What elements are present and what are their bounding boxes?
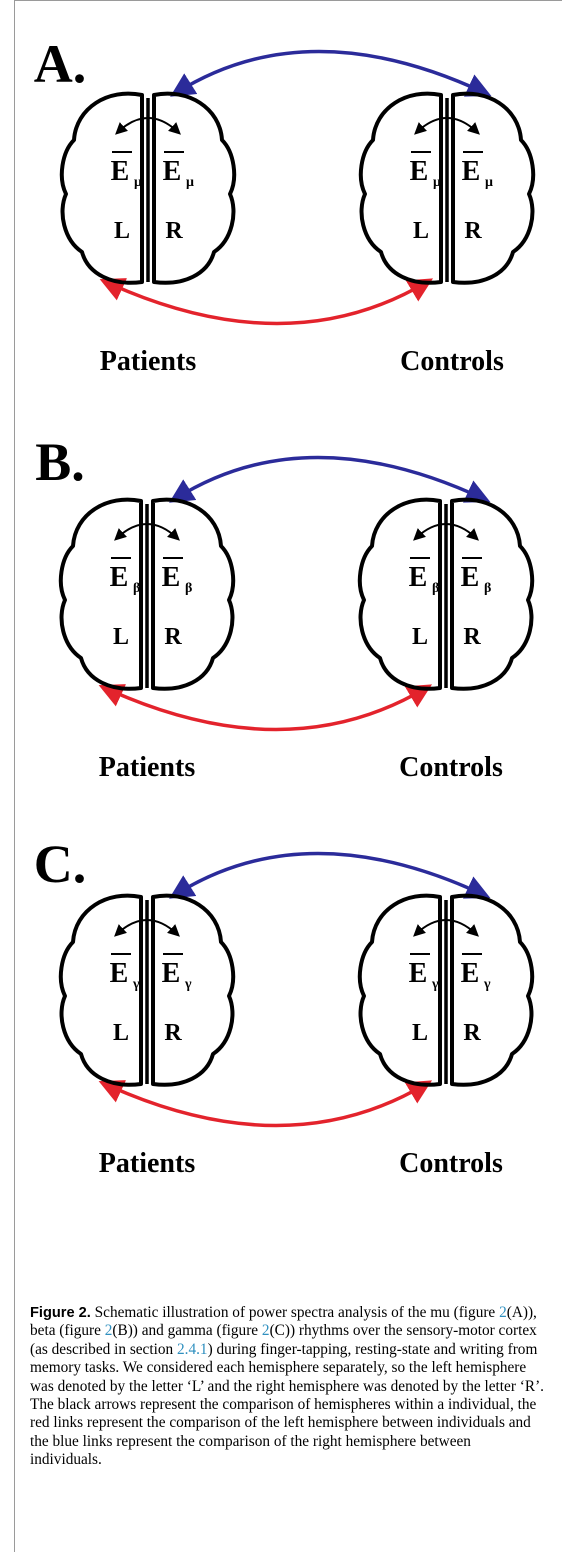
- group-label-right: Controls: [399, 752, 503, 783]
- energy-symbol: E: [162, 958, 181, 989]
- rhythm-subscript: μ: [186, 175, 194, 190]
- brain-outline: [62, 94, 234, 283]
- hemisphere-label-r: R: [164, 624, 182, 650]
- group-label-left: Patients: [100, 346, 197, 377]
- caption-ref-fig2a[interactable]: 2: [499, 1304, 507, 1321]
- rhythm-subscript: μ: [485, 175, 493, 190]
- energy-symbol: E: [462, 156, 481, 187]
- rhythm-subscript: β: [484, 581, 491, 596]
- red-link-left-hemisphere: [106, 282, 427, 324]
- group-label-right: Controls: [400, 346, 504, 377]
- energy-symbol: E: [461, 562, 480, 593]
- energy-symbol: E: [110, 958, 129, 989]
- rhythm-subscript: γ: [483, 977, 491, 992]
- hemisphere-label-r: R: [164, 1020, 182, 1046]
- red-link-left-hemisphere: [105, 1084, 426, 1126]
- hemisphere-label-l: L: [412, 1020, 428, 1046]
- rhythm-subscript: γ: [132, 977, 140, 992]
- brain-outline: [61, 500, 233, 689]
- hemisphere-label-l: L: [113, 1020, 129, 1046]
- energy-symbol: E: [410, 156, 429, 187]
- rhythm-subscript: μ: [433, 175, 441, 190]
- energy-symbol: E: [111, 156, 130, 187]
- caption-text-1: Schematic illustration of power spectra …: [91, 1304, 499, 1321]
- hemisphere-label-l: L: [413, 218, 429, 244]
- brain-outline: [61, 896, 233, 1085]
- energy-symbol: E: [110, 562, 129, 593]
- rhythm-subscript: β: [133, 581, 140, 596]
- blue-link-right-hemisphere: [175, 854, 484, 896]
- rhythm-subscript: β: [432, 581, 439, 596]
- hemisphere-label-l: L: [114, 218, 130, 244]
- hemisphere-label-r: R: [463, 1020, 481, 1046]
- panel-letter: B.: [35, 432, 85, 492]
- energy-symbol: E: [409, 562, 428, 593]
- caption-text-5: ) during finger-tapping, resting-state a…: [30, 1341, 544, 1468]
- energy-symbol: E: [163, 156, 182, 187]
- panel-letter: A.: [34, 34, 87, 94]
- caption-ref-fig2c[interactable]: 2: [262, 1322, 270, 1339]
- caption-ref-section[interactable]: 2.4.1: [177, 1341, 208, 1358]
- rhythm-subscript: μ: [134, 175, 142, 190]
- rhythm-subscript: γ: [184, 977, 192, 992]
- hemisphere-label-r: R: [464, 218, 482, 244]
- figure-caption: Figure 2. Schematic illustration of powe…: [30, 1304, 546, 1470]
- group-label-right: Controls: [399, 1148, 503, 1179]
- energy-symbol: E: [162, 562, 181, 593]
- red-link-left-hemisphere: [105, 688, 426, 730]
- blue-link-right-hemisphere: [175, 458, 484, 500]
- caption-label: Figure 2.: [30, 1305, 91, 1321]
- caption-text-3: (B)) and gamma (figure: [112, 1322, 262, 1339]
- hemisphere-label-l: L: [113, 624, 129, 650]
- rhythm-subscript: γ: [431, 977, 439, 992]
- brain-outline: [361, 94, 533, 283]
- rhythm-subscript: β: [185, 581, 192, 596]
- group-label-left: Patients: [99, 752, 196, 783]
- brain-outline: [360, 896, 532, 1085]
- group-label-left: Patients: [99, 1148, 196, 1179]
- blue-link-right-hemisphere: [176, 52, 485, 94]
- hemisphere-label-l: L: [412, 624, 428, 650]
- energy-symbol: E: [409, 958, 428, 989]
- brain-outline: [360, 500, 532, 689]
- hemisphere-label-r: R: [463, 624, 481, 650]
- panel-letter: C.: [34, 834, 87, 894]
- hemisphere-label-r: R: [165, 218, 183, 244]
- energy-symbol: E: [461, 958, 480, 989]
